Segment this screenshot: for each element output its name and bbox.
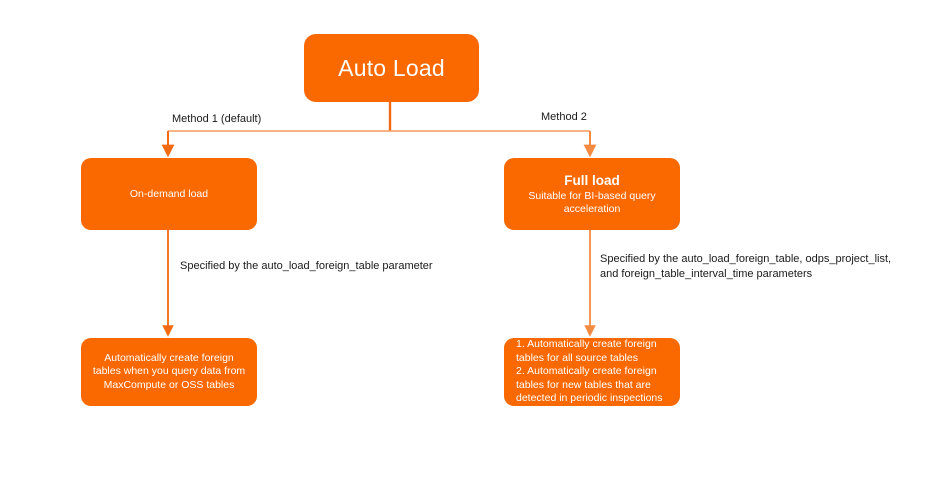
node-full-load-title: Full load bbox=[564, 173, 620, 188]
node-on-demand-load[interactable]: On-demand load bbox=[81, 158, 257, 230]
node-on-demand-load-label: On-demand load bbox=[129, 188, 209, 200]
node-full-load[interactable]: Full load Suitable for BI-based query ac… bbox=[504, 158, 680, 230]
node-on-demand-result-line3: MaxCompute or OSS tables bbox=[103, 378, 235, 391]
node-full-load-result-line3: 2. Automatically create foreign bbox=[516, 365, 657, 378]
node-auto-load-label: Auto Load bbox=[338, 54, 445, 81]
node-on-demand-result[interactable]: Automatically create foreign tables when… bbox=[81, 338, 257, 406]
edge-label-method2: Method 2 bbox=[541, 111, 587, 123]
edge-label-param-right-line1: Specified by the auto_load_foreign_table… bbox=[600, 253, 892, 265]
node-full-load-result-line1: 1. Automatically create foreign bbox=[516, 338, 657, 351]
edge-label-param-right: Specified by the auto_load_foreign_table… bbox=[600, 252, 900, 282]
node-full-load-result[interactable]: 1. Automatically create foreign tables f… bbox=[504, 338, 680, 406]
node-on-demand-result-line1: Automatically create foreign bbox=[104, 351, 234, 364]
edge-label-param-right-line2: and foreign_table_interval_time paramete… bbox=[600, 268, 813, 280]
edge-label-param-left: Specified by the auto_load_foreign_table… bbox=[180, 260, 433, 272]
node-full-load-result-line5: detected in periodic inspections bbox=[516, 392, 663, 405]
node-full-load-subtitle-line1: Suitable for BI-based query bbox=[528, 190, 656, 202]
node-full-load-result-line2: tables for all source tables bbox=[516, 351, 638, 364]
node-full-load-result-line4: tables for new tables that are bbox=[516, 378, 651, 391]
edge-label-method1: Method 1 (default) bbox=[172, 113, 262, 125]
node-on-demand-result-line2: tables when you query data from bbox=[92, 365, 246, 378]
node-full-load-subtitle-line2: acceleration bbox=[563, 203, 621, 215]
node-auto-load[interactable]: Auto Load bbox=[304, 34, 479, 102]
